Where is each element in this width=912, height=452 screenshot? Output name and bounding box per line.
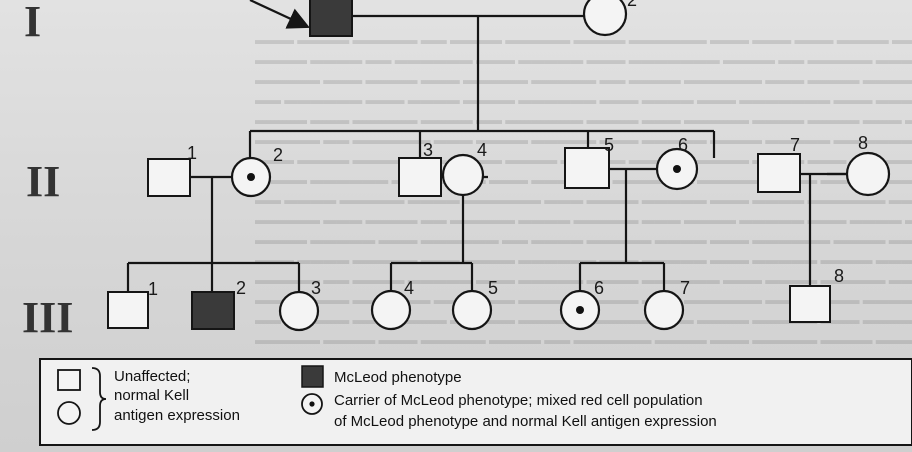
label-iii-8: 8 xyxy=(834,266,844,286)
label-ii-1: 1 xyxy=(187,143,197,163)
individual-iii-1-male xyxy=(107,291,149,329)
label-ii-6: 6 xyxy=(678,135,688,155)
legend-affected-symbol xyxy=(301,365,324,388)
legend-brace xyxy=(91,367,107,431)
individual-iii-3-female xyxy=(278,290,320,332)
individual-ii-5-male xyxy=(564,147,610,189)
legend-mcleod-label: McLeod phenotype xyxy=(334,369,462,386)
carrier-dot-ii-2 xyxy=(247,173,255,181)
individual-ii-8-female xyxy=(845,151,891,197)
label-ii-8: 8 xyxy=(858,133,868,153)
legend-carrier-line1: Carrier of McLeod phenotype; mixed red c… xyxy=(334,392,703,409)
legend: Unaffected; normal Kell antigen expressi… xyxy=(39,358,912,446)
label-iii-2: 2 xyxy=(236,278,246,298)
legend-unaffected-line1: Unaffected; xyxy=(114,368,190,385)
label-iii-6: 6 xyxy=(594,278,604,298)
individual-iii-4-female xyxy=(370,289,412,331)
proband-arrow xyxy=(249,0,310,29)
label-iii-1: 1 xyxy=(148,279,158,299)
label-ii-5: 5 xyxy=(604,135,614,155)
generation-label-ii: II xyxy=(26,157,60,206)
label-ii-7: 7 xyxy=(790,135,800,155)
carrier-dot-iii-6 xyxy=(576,306,584,314)
label-i-2: 2 xyxy=(627,0,637,10)
legend-female-symbol xyxy=(57,401,81,425)
individual-ii-7-male xyxy=(757,153,801,193)
generation-label-i: I xyxy=(24,0,41,46)
legend-carrier-dot xyxy=(309,401,315,407)
carrier-dot-ii-6 xyxy=(673,165,681,173)
label-iii-7: 7 xyxy=(680,278,690,298)
label-iii-4: 4 xyxy=(404,278,414,298)
individual-ii-1-male xyxy=(147,158,191,197)
legend-carrier-line2: of McLeod phenotype and normal Kell anti… xyxy=(334,413,717,430)
label-ii-4: 4 xyxy=(477,140,487,160)
individual-iii-7-female xyxy=(643,289,685,331)
label-ii-3: 3 xyxy=(423,140,433,160)
individual-ii-4-female xyxy=(441,153,485,197)
legend-unaffected-line2: normal Kell xyxy=(114,387,189,404)
label-ii-2: 2 xyxy=(273,145,283,165)
individual-ii-3-male xyxy=(398,157,442,197)
individual-iii-2-affected-male xyxy=(191,291,235,330)
label-iii-5: 5 xyxy=(488,278,498,298)
legend-male-symbol xyxy=(57,369,81,391)
generation-label-iii: III xyxy=(22,293,73,342)
legend-unaffected-line3: antigen expression xyxy=(114,407,240,424)
individual-iii-5-female xyxy=(451,289,493,331)
individual-iii-8-male xyxy=(789,285,831,323)
legend-box xyxy=(39,358,912,446)
label-iii-3: 3 xyxy=(311,278,321,298)
individual-i-2-female xyxy=(582,0,628,37)
individual-i-1-affected-male xyxy=(309,0,353,37)
